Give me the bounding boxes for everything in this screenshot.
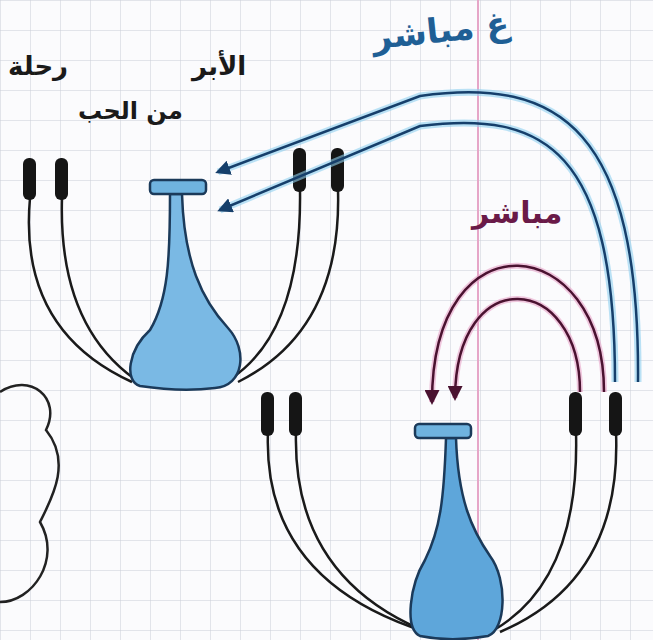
note-text: رحلة [8, 52, 68, 81]
note-text: الأبر [192, 52, 246, 81]
flower-top [23, 148, 344, 389]
note-text: من الحب [78, 98, 183, 124]
direct-label: مباشر [472, 196, 562, 229]
cloud-outline [0, 385, 59, 602]
direct-arrows [432, 266, 604, 402]
flower-bottom [261, 392, 622, 639]
indirect-arrows [218, 92, 638, 382]
